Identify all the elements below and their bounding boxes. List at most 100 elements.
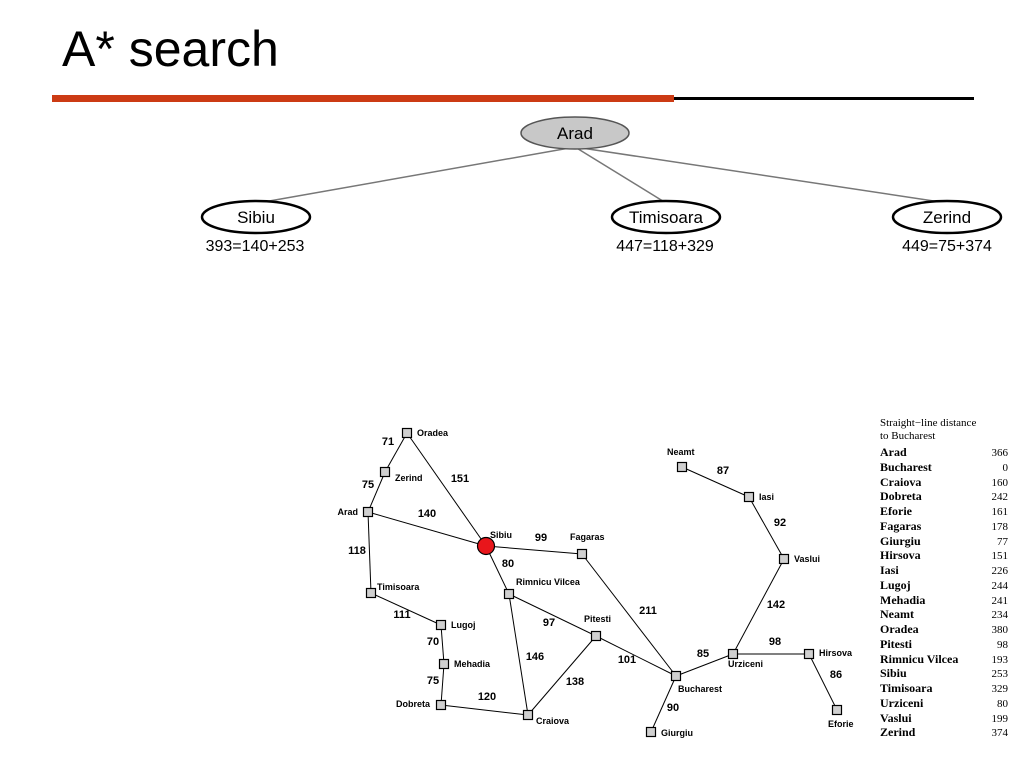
heuristic-value: 151 (991, 550, 1009, 563)
road-mehadia-dobreta (440, 663, 445, 706)
road-vaslui-iasi (748, 496, 785, 560)
city-node-lugoj (435, 619, 447, 631)
city-label-arad: Arad (337, 507, 358, 517)
city-label-dobreta: Dobreta (396, 699, 431, 709)
heuristic-value: 160 (991, 476, 1009, 489)
title-underline-rule (674, 97, 974, 100)
road-distance-label: 142 (767, 599, 785, 611)
heuristic-row: Craiova 160 (880, 475, 1008, 490)
heuristic-city: Neamt (880, 607, 914, 622)
heuristic-city: Craiova (880, 474, 922, 489)
heuristic-city: Mehadia (880, 592, 926, 607)
road-urziceni-vaslui (732, 558, 785, 655)
heuristic-value: 329 (991, 683, 1009, 695)
city-label-zerind: Zerind (395, 473, 423, 483)
heuristic-table-subheading: to Bucharest (880, 430, 936, 442)
heuristic-city: Zerind (880, 725, 916, 740)
road-distance-label: 70 (427, 636, 439, 648)
city-label-pitesti: Pitesti (584, 614, 611, 624)
heuristic-value: 77 (997, 535, 1008, 548)
road-distance-label: 99 (535, 532, 547, 544)
road-craiova-pitesti (527, 635, 597, 716)
road-sibiu-fagaras (485, 545, 583, 555)
heuristic-city: Vaslui (880, 710, 912, 725)
road-distance-label: 97 (543, 617, 555, 629)
road-distance-label: 111 (393, 609, 410, 621)
tree-node-sibiu (200, 199, 312, 235)
heuristic-city: Dobreta (880, 489, 922, 504)
city-node-timisoara (365, 587, 377, 599)
road-distance-label: 98 (769, 636, 781, 648)
road-bucharest-urziceni (675, 653, 734, 677)
heuristic-city: Pitesti (880, 636, 912, 651)
road-iasi-neamt (681, 466, 750, 498)
road-distance-label: 90 (667, 702, 679, 714)
heuristic-value: 80 (997, 697, 1008, 710)
city-label-iasi: Iasi (759, 492, 774, 502)
heuristic-city: Eforie (880, 504, 912, 518)
road-distance-label: 75 (427, 675, 439, 687)
heuristic-row: Zerind 374 (880, 725, 1008, 740)
tree-node-sibiu-f: 393=140+253 (206, 238, 305, 255)
heuristic-value: 241 (991, 594, 1009, 607)
city-label-vaslui: Vaslui (794, 554, 820, 564)
heuristic-row: Mehadia 241 (880, 593, 1008, 608)
city-label-mehadia: Mehadia (454, 659, 491, 669)
road-oradea-sibiu (406, 432, 487, 547)
road-distance-label: 151 (451, 473, 469, 485)
city-node-bucharest (670, 670, 682, 682)
city-label-fagaras: Fagaras (570, 532, 605, 542)
heuristic-city: Giurgiu (880, 533, 921, 548)
city-node-pitesti (590, 630, 602, 642)
road-pitesti-bucharest (595, 635, 677, 677)
city-label-sibiu: Sibiu (490, 530, 512, 540)
heuristic-value: 374 (991, 727, 1009, 740)
city-node-neamt (676, 461, 688, 473)
current-node-marker (476, 536, 496, 556)
road-distance-label: 138 (566, 676, 584, 688)
heuristic-table: Straight−line distance to Bucharest Arad… (880, 418, 1008, 740)
road-zerind-arad (367, 471, 386, 513)
city-label-urziceni: Urziceni (728, 659, 763, 669)
tree-node-zerind-label: Zerind (923, 208, 971, 227)
tree-root-label: Arad (557, 124, 593, 143)
heuristic-value: 199 (991, 712, 1009, 725)
city-node-iasi (743, 491, 755, 503)
heuristic-city: Bucharest (880, 459, 932, 474)
heuristic-value: 178 (991, 520, 1009, 533)
heuristic-row: Timisoara 329 (880, 681, 1008, 696)
city-label-bucharest: Bucharest (678, 684, 722, 694)
tree-node-timisoara (610, 199, 722, 235)
city-label-oradea: Oradea (417, 428, 449, 438)
heuristic-value: 0 (1002, 461, 1009, 474)
road-rimnicu-vilcea-craiova (508, 593, 529, 716)
tree-node-zerind-f: 449=75+374 (902, 238, 992, 255)
road-hirsova-eforie (808, 653, 838, 711)
heuristic-city: Lugoj (880, 577, 911, 592)
city-label-timisoara: Timisoara (377, 582, 420, 592)
tree-root-node (520, 116, 630, 150)
city-node-arad (362, 506, 374, 518)
heuristic-city: Arad (880, 445, 907, 459)
heuristic-row: Giurgiu 77 (880, 534, 1008, 549)
city-node-fagaras (576, 548, 588, 560)
romania-map: 7115175140118111707512099809714613821110… (337, 427, 854, 738)
tree-node-timisoara-label: Timisoara (629, 208, 704, 227)
road-distance-label: 101 (618, 654, 636, 666)
slide-title: A* search (62, 21, 279, 77)
city-node-oradea (401, 427, 413, 439)
city-node-giurgiu (645, 726, 657, 738)
heuristic-city: Timisoara (880, 681, 933, 695)
city-label-rimnicu-vilcea: Rimnicu Vilcea (516, 577, 581, 587)
road-arad-timisoara (367, 511, 372, 594)
